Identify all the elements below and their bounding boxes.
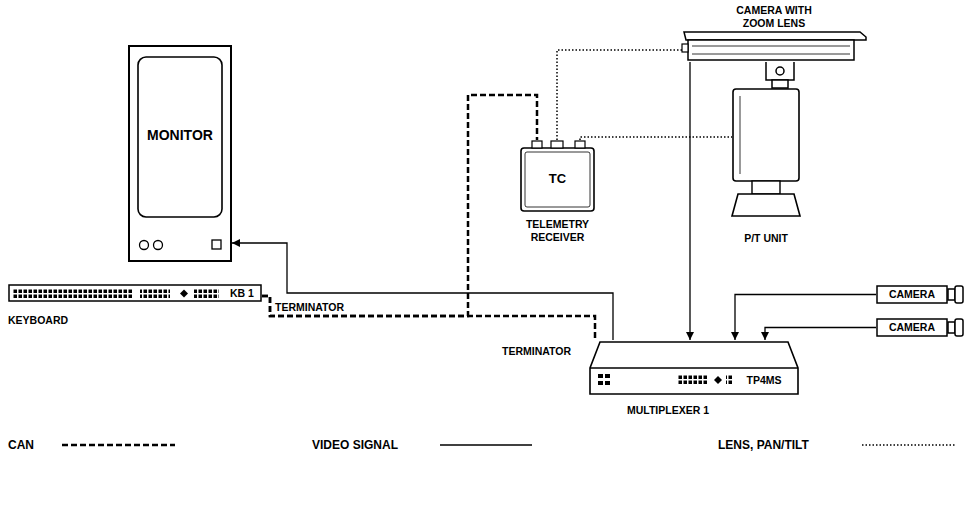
video-line xyxy=(765,328,876,341)
keyboard-code: KB 1 xyxy=(226,287,258,300)
control-line xyxy=(557,50,682,140)
can-bus-line xyxy=(262,296,595,340)
legend-video-sample xyxy=(440,444,532,445)
legend-text: CAN xyxy=(8,438,34,452)
multiplexer: TP4MSMULTIPLEXER 1 xyxy=(588,340,800,396)
camera-label: CAMERA xyxy=(876,321,948,334)
keyboard-caption: KEYBOARD xyxy=(8,314,108,327)
terminator-label: TERMINATOR xyxy=(275,301,344,314)
legend-can-sample xyxy=(62,444,175,447)
terminator-label: TERMINATOR xyxy=(502,345,571,358)
camera-box: CAMERA xyxy=(876,285,948,304)
telemetry-receiver: TCTELEMETRY RECEIVER xyxy=(520,140,595,212)
legend-text: VIDEO SIGNAL xyxy=(312,438,398,452)
ptz-camera: CAMERA WITH ZOOM LENS xyxy=(682,4,866,62)
monitor: MONITOR xyxy=(128,45,232,262)
camera-box: CAMERA xyxy=(876,318,948,337)
legend-lens-sample xyxy=(862,444,955,446)
pan-tilt-unit-outline xyxy=(732,88,800,218)
multiplexer-caption: MULTIPLEXER 1 xyxy=(608,404,728,417)
receiver-code: TC xyxy=(520,172,595,185)
pan-tilt-unit: P/T UNIT xyxy=(732,88,800,218)
keyboard-outline xyxy=(8,284,262,302)
camera-yoke xyxy=(766,62,794,88)
monitor-outline xyxy=(128,45,232,262)
can-bus-line xyxy=(262,95,537,316)
camera-label: CAMERA xyxy=(876,288,948,301)
multiplexer-outline xyxy=(588,340,800,396)
video-line xyxy=(232,243,613,340)
monitor-label: MONITOR xyxy=(138,127,222,143)
video-line xyxy=(689,62,690,340)
legend-text: LENS, PAN/TILT xyxy=(718,438,809,452)
multiplexer-code: TP4MS xyxy=(738,374,790,387)
video-line xyxy=(735,295,876,341)
camera-lens xyxy=(948,286,963,336)
pan-tilt-caption: P/T UNIT xyxy=(717,232,815,245)
keyboard: KB 1KEYBOARD xyxy=(8,284,262,302)
control-line xyxy=(580,137,732,140)
camera-title: CAMERA WITH ZOOM LENS xyxy=(722,4,826,30)
receiver-caption: TELEMETRY RECEIVER xyxy=(515,218,600,244)
